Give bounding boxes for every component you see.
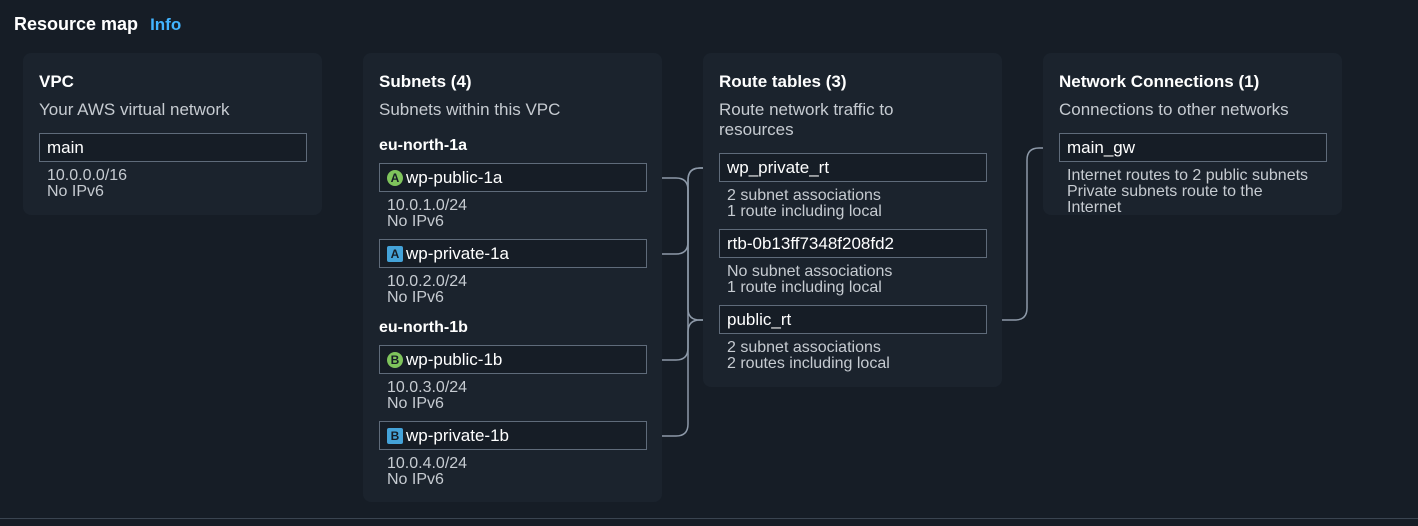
- route-table-routes: 1 route including local: [727, 279, 882, 296]
- route-table-routes: 1 route including local: [727, 203, 882, 220]
- network-connections-panel: Network Connections (1) Connections to o…: [1043, 53, 1342, 216]
- vpc-name: main: [47, 137, 84, 157]
- route-table-name: public_rt: [727, 309, 792, 329]
- subnet-cidr: 10.0.2.0/24: [387, 273, 468, 290]
- subnet-name: wp-private-1b: [406, 425, 509, 445]
- subnet-ipv6: No IPv6: [387, 395, 444, 412]
- public-subnet-icon: A: [387, 169, 403, 186]
- public-subnet-icon: B: [387, 351, 403, 368]
- subnet-node-wp-private-1a[interactable]: A wp-private-1a: [379, 239, 647, 268]
- page-title: Resource map: [14, 14, 139, 34]
- network-connection-node-main-gw[interactable]: main_gw: [1059, 133, 1327, 162]
- subnet-cidr: 10.0.4.0/24: [387, 455, 468, 472]
- subnet-ipv6: No IPv6: [387, 213, 444, 230]
- subnets-panel-title: Subnets (4): [379, 72, 472, 91]
- network-connection-private-detail: Private subnets route to the Internet: [1067, 183, 1263, 216]
- resource-map-heading: Resource map Info: [14, 14, 181, 35]
- route-table-name: wp_private_rt: [727, 157, 830, 177]
- subnet-node-wp-public-1b[interactable]: B wp-public-1b: [379, 345, 647, 374]
- az-label-eu-north-1a: eu-north-1a: [379, 137, 467, 154]
- vpc-panel: VPC Your AWS virtual network main 10.0.0…: [23, 53, 322, 215]
- vpc-cidr: 10.0.0.0/16: [47, 167, 128, 184]
- network-connection-name: main_gw: [1067, 137, 1136, 157]
- route-table-routes: 2 routes including local: [727, 355, 890, 372]
- network-connection-public-detail: Internet routes to 2 public subnets: [1067, 167, 1309, 184]
- info-link[interactable]: Info: [150, 15, 182, 34]
- vpc-panel-title: VPC: [39, 72, 74, 91]
- route-tables-panel: Route tables (3) Route network traffic t…: [703, 53, 1002, 387]
- subnet-node-wp-private-1b[interactable]: B wp-private-1b: [379, 421, 647, 450]
- subnet-cidr: 10.0.3.0/24: [387, 379, 468, 396]
- subnet-name: wp-public-1b: [406, 349, 503, 369]
- vpc-panel-description: Your AWS virtual network: [39, 100, 230, 119]
- route-table-node-wp-private-rt[interactable]: wp_private_rt: [719, 153, 987, 182]
- subnet-name: wp-public-1a: [406, 167, 503, 187]
- subnet-cidr: 10.0.1.0/24: [387, 197, 468, 214]
- private-subnet-icon: A: [387, 245, 403, 262]
- network-connections-panel-title: Network Connections (1): [1059, 72, 1260, 91]
- bottom-divider: [0, 518, 1418, 519]
- route-table-associations: 2 subnet associations: [727, 339, 881, 356]
- subnets-panel: Subnets (4) Subnets within this VPC eu-n…: [363, 53, 662, 502]
- network-connections-panel-description: Connections to other networks: [1059, 100, 1289, 119]
- vpc-node-main[interactable]: main: [39, 133, 307, 162]
- route-table-associations: 2 subnet associations: [727, 187, 881, 204]
- route-table-name: rtb-0b13ff7348f208fd2: [727, 233, 894, 253]
- route-table-node-rtb-0b13ff7348f208fd2[interactable]: rtb-0b13ff7348f208fd2: [719, 229, 987, 258]
- route-tables-panel-description: Route network traffic to resources: [719, 100, 894, 139]
- subnet-name: wp-private-1a: [406, 243, 509, 263]
- route-table-node-public-rt[interactable]: public_rt: [719, 305, 987, 334]
- az-label-eu-north-1b: eu-north-1b: [379, 319, 468, 336]
- route-tables-panel-title: Route tables (3): [719, 72, 847, 91]
- vpc-ipv6: No IPv6: [47, 183, 104, 200]
- subnets-panel-description: Subnets within this VPC: [379, 100, 561, 119]
- private-subnet-icon: B: [387, 427, 403, 444]
- subnet-ipv6: No IPv6: [387, 289, 444, 306]
- subnet-node-wp-public-1a[interactable]: A wp-public-1a: [379, 163, 647, 192]
- subnet-ipv6: No IPv6: [387, 471, 444, 488]
- route-table-associations: No subnet associations: [727, 263, 893, 280]
